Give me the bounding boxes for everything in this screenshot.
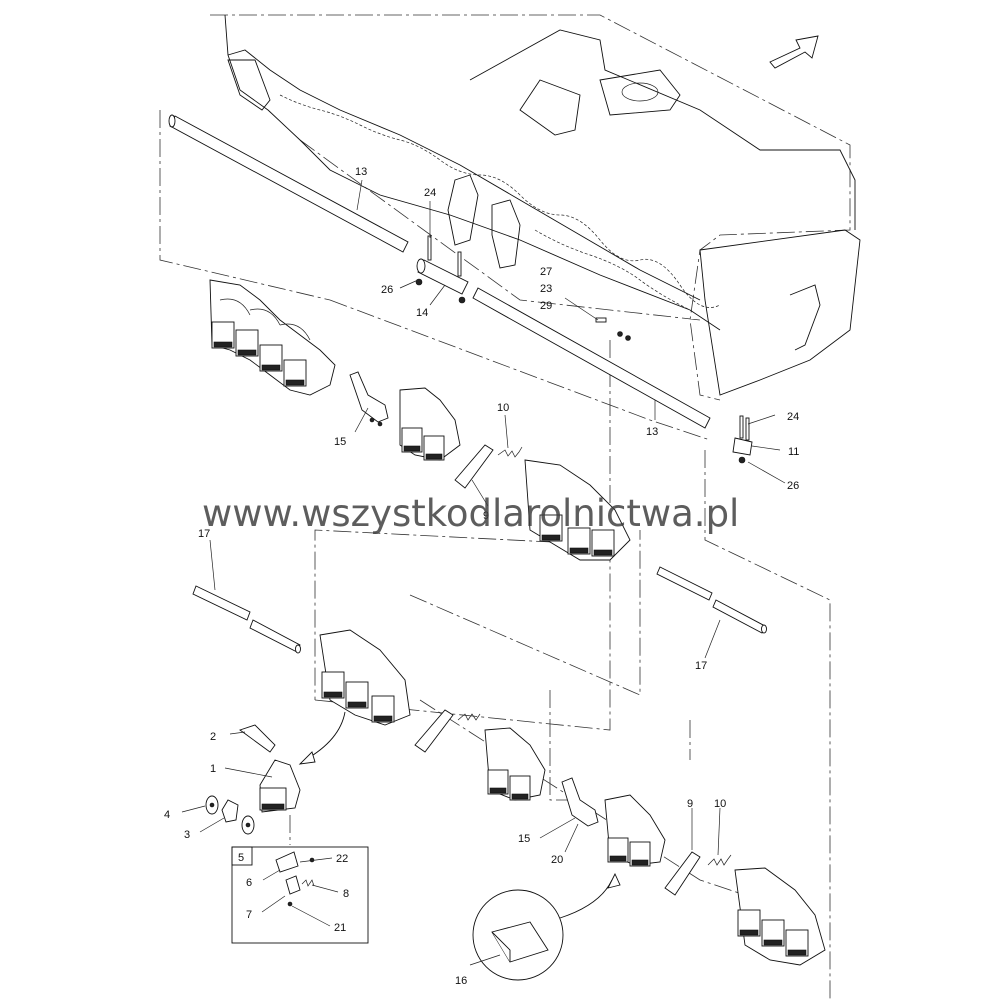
cutter-assembly-4 (319, 629, 411, 726)
callout-1: 1 (210, 763, 216, 775)
callout-8: 8 (343, 888, 349, 900)
callout-11: 11 (788, 446, 799, 458)
callout-15-upper: 15 (334, 436, 346, 448)
lower-shaft-17-right (656, 566, 767, 634)
detail-box-5 (231, 846, 369, 944)
callout-labels: 13 24 26 14 27 23 29 10 24 13 15 11 26 9… (164, 166, 799, 987)
callout-21: 21 (334, 922, 346, 934)
pointer-arrows (298, 711, 621, 919)
callout-5: 5 (238, 852, 244, 864)
callout-13-upper: 13 (355, 166, 367, 178)
watermark-text: www.wszystkodlarolnictwa.pl (202, 492, 739, 535)
callout-9-upper: 9 (483, 510, 489, 522)
header-frame (210, 14, 861, 401)
callout-3: 3 (184, 829, 190, 841)
callout-10-upper: 10 (497, 402, 509, 414)
callout-4: 4 (164, 809, 170, 821)
callout-9-lower: 9 (687, 798, 693, 810)
callout-2: 2 (210, 731, 216, 743)
alignment-lines (159, 110, 831, 1000)
callout-26-lower: 26 (787, 480, 799, 492)
callout-6: 6 (246, 877, 252, 889)
callout-17-left: 17 (198, 528, 210, 540)
cutter-assembly-7 (734, 867, 826, 966)
coupling-14 (415, 235, 469, 304)
callout-22: 22 (336, 853, 348, 865)
callout-16: 16 (455, 975, 467, 987)
callout-29: 29 (540, 300, 552, 312)
callout-20: 20 (551, 854, 563, 866)
lever-15-lower (561, 777, 599, 827)
knife-holder-1 (259, 759, 301, 813)
callout-24-lower: 24 (787, 411, 799, 423)
lower-shaft-17-left (192, 585, 301, 654)
blade-9-middle (414, 709, 481, 753)
leader-lines (181, 179, 786, 966)
cutter-assembly-3 (524, 459, 631, 561)
callout-13-lower: 13 (646, 426, 658, 438)
lever-15-upper (349, 371, 389, 427)
blade-9-lower (664, 851, 701, 896)
washers-3-4 (205, 795, 255, 835)
cutter-assembly-6 (604, 794, 666, 867)
callout-17-right: 17 (695, 660, 707, 672)
upper-shaft-13 (168, 114, 409, 253)
cutter-assembly-2 (399, 387, 461, 461)
clamp-11 (732, 415, 753, 464)
callout-10-lower: 10 (714, 798, 726, 810)
spring-10-upper (497, 446, 523, 458)
bolt-23-29 (595, 317, 631, 341)
callout-27: 27 (540, 266, 552, 278)
cutter-assembly-5 (484, 727, 546, 801)
callout-15-lower: 15 (518, 833, 530, 845)
knife-2 (239, 724, 276, 753)
upper-shaft-13-right (472, 287, 711, 429)
detail-circle-16 (472, 889, 564, 981)
spring-10-lower (707, 854, 732, 866)
callout-26-upper: 26 (381, 284, 393, 296)
callout-23: 23 (540, 283, 552, 295)
direction-arrow-icon (769, 35, 819, 69)
callout-24-upper: 24 (424, 187, 436, 199)
blade-9-upper (454, 444, 494, 489)
callout-14: 14 (416, 307, 428, 319)
cutter-assembly-1 (209, 279, 336, 396)
callout-7: 7 (246, 909, 252, 921)
